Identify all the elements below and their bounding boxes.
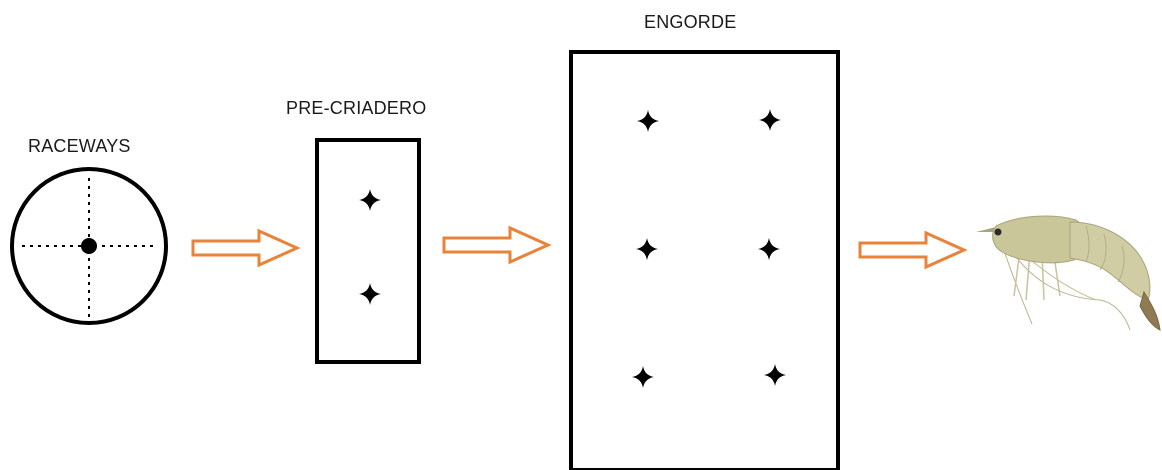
raceways-label: RACEWAYS xyxy=(28,136,131,156)
raceway-center-drain xyxy=(81,238,97,254)
pre-criadero-label: PRE-CRIADERO xyxy=(286,98,427,118)
flow-arrow-icon xyxy=(858,231,966,269)
raceway-outline xyxy=(10,167,168,325)
flow-arrow-icon xyxy=(191,229,299,267)
aerator-icon xyxy=(758,238,780,260)
engorde-label: ENGORDE xyxy=(644,12,737,32)
aerator-icon xyxy=(764,364,786,386)
aerator-icon xyxy=(632,366,654,388)
shrimp-icon xyxy=(976,215,1161,331)
aerator-icon xyxy=(636,238,658,260)
aerator-icon xyxy=(359,189,381,211)
pre-criadero-pond xyxy=(315,138,421,364)
aerator-icon xyxy=(637,110,659,132)
engorde-outline xyxy=(569,50,840,470)
engorde-pond xyxy=(569,50,840,470)
flow-arrow-icon xyxy=(442,226,550,264)
aerator-icon xyxy=(359,283,381,305)
pre-criadero-outline xyxy=(315,138,421,364)
aerator-icon xyxy=(759,109,781,131)
raceway-tank xyxy=(10,167,168,325)
